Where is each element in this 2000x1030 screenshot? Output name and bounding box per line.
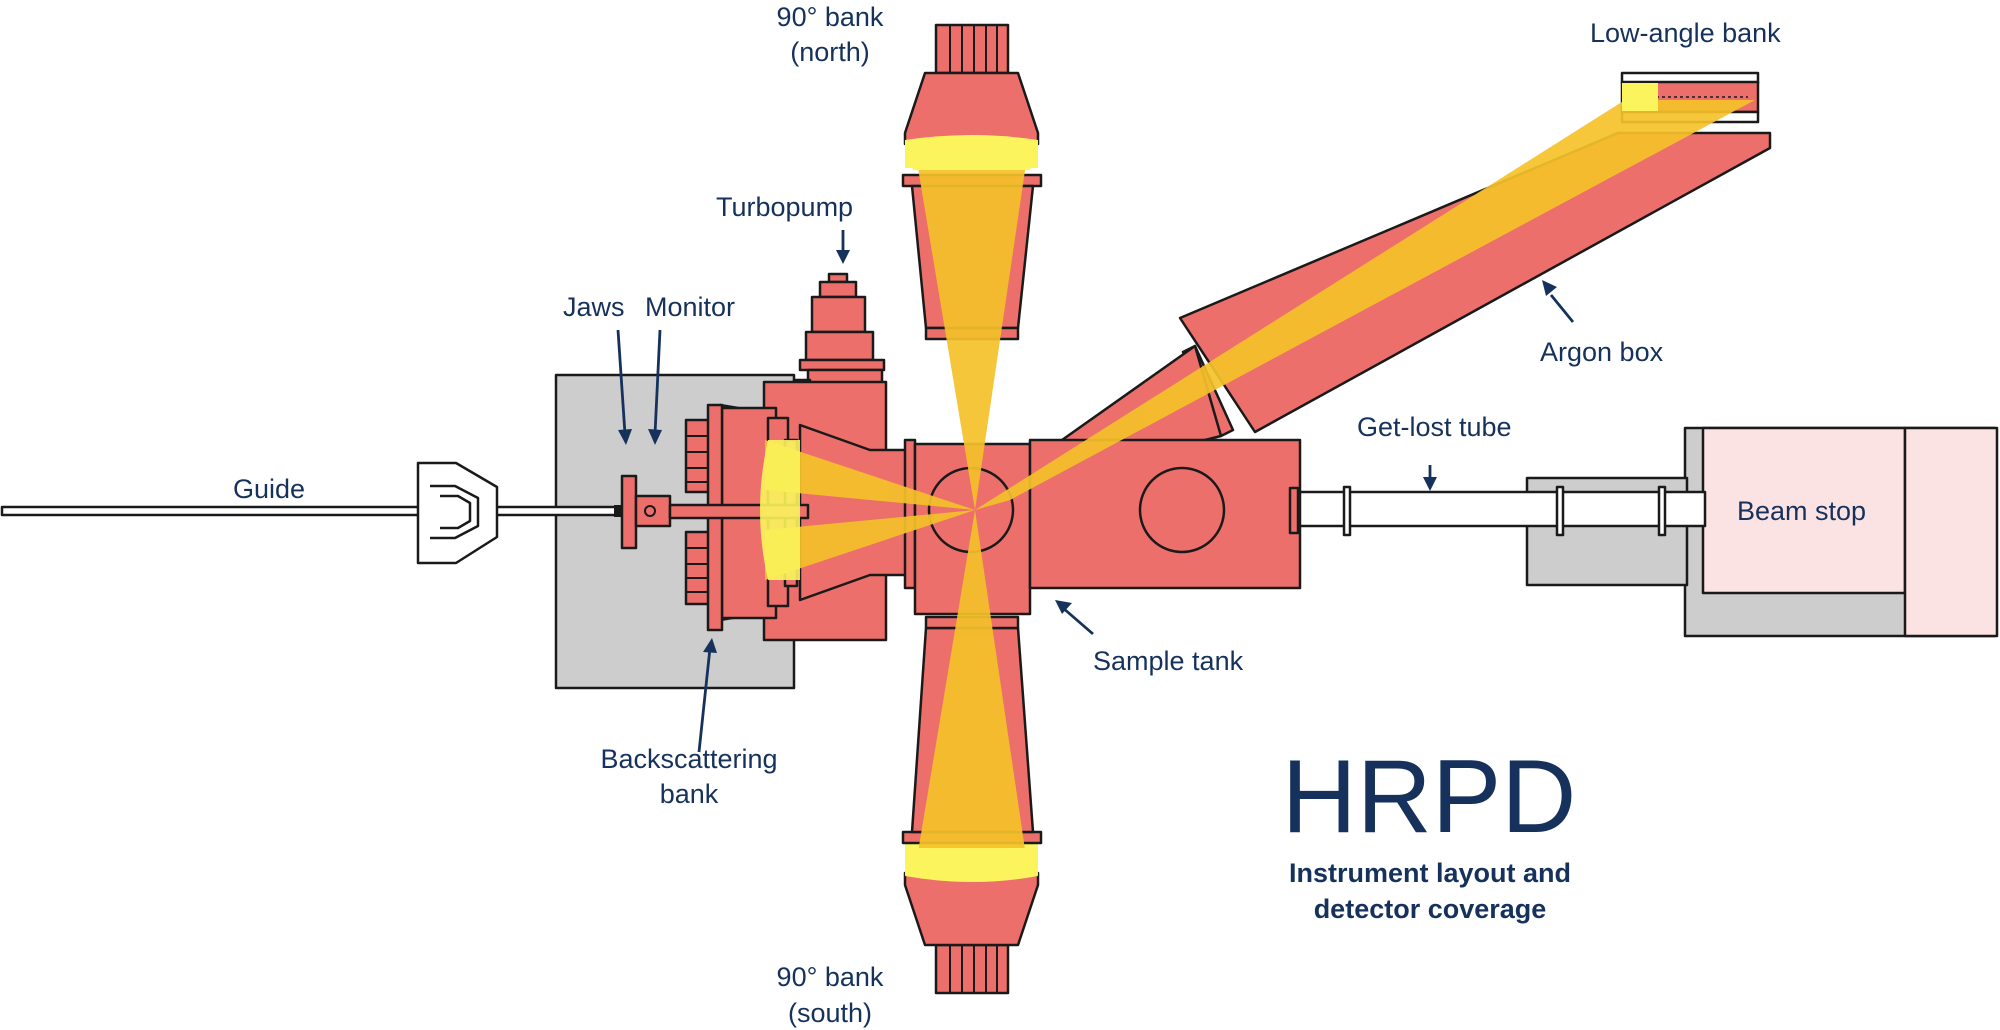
get-lost-tube-flange bbox=[1657, 485, 1667, 537]
neutron-guide bbox=[0, 505, 619, 517]
label-jaws: Jaws bbox=[563, 292, 625, 322]
label-bank-north: 90° bank bbox=[777, 2, 884, 32]
coverage-low-angle bbox=[975, 100, 1755, 510]
label-monitor: Monitor bbox=[645, 292, 735, 322]
label-sample-tank: Sample tank bbox=[1093, 646, 1244, 676]
coverage-south bbox=[915, 510, 1028, 870]
label-get-lost-tube: Get-lost tube bbox=[1357, 412, 1512, 442]
label-bank-north-sub: (north) bbox=[790, 37, 870, 67]
label-arrows bbox=[616, 230, 1575, 753]
get-lost-tube bbox=[1293, 490, 1707, 528]
get-lost-tube-flange bbox=[1342, 485, 1352, 537]
label-bank-south-sub: (south) bbox=[788, 998, 872, 1028]
beam-stop-outer bbox=[1903, 426, 1999, 638]
label-guide: Guide bbox=[233, 474, 305, 504]
jaws bbox=[620, 474, 638, 550]
label-turbopump: Turbopump bbox=[716, 192, 853, 222]
subtitle-line-1: Instrument layout and bbox=[1289, 858, 1571, 888]
argon-box bbox=[1178, 131, 1772, 434]
subtitle-line-2: detector coverage bbox=[1314, 894, 1547, 924]
coverage-north bbox=[915, 150, 1028, 510]
label-backscattering-sub: bank bbox=[660, 779, 719, 809]
monitor bbox=[634, 494, 672, 528]
get-lost-tube-flange bbox=[1555, 485, 1565, 537]
label-bank-south: 90° bank bbox=[777, 962, 884, 992]
detector-face-highlights bbox=[760, 83, 1658, 882]
coverage-backscatter-lower bbox=[765, 510, 975, 580]
page-title: HRPD bbox=[1282, 739, 1577, 855]
label-argon-box: Argon box bbox=[1540, 337, 1664, 367]
label-low-angle-bank: Low-angle bank bbox=[1590, 18, 1781, 48]
coverage-backscatter-upper bbox=[765, 440, 975, 510]
beam-stop-block bbox=[1701, 426, 1907, 595]
guide-collimator bbox=[416, 461, 499, 565]
detector-coverage bbox=[765, 100, 1755, 870]
guide-end bbox=[614, 505, 622, 517]
label-backscattering: Backscattering bbox=[600, 744, 777, 774]
label-beam-stop: Beam stop bbox=[1737, 496, 1866, 526]
monitor-port bbox=[644, 505, 656, 517]
